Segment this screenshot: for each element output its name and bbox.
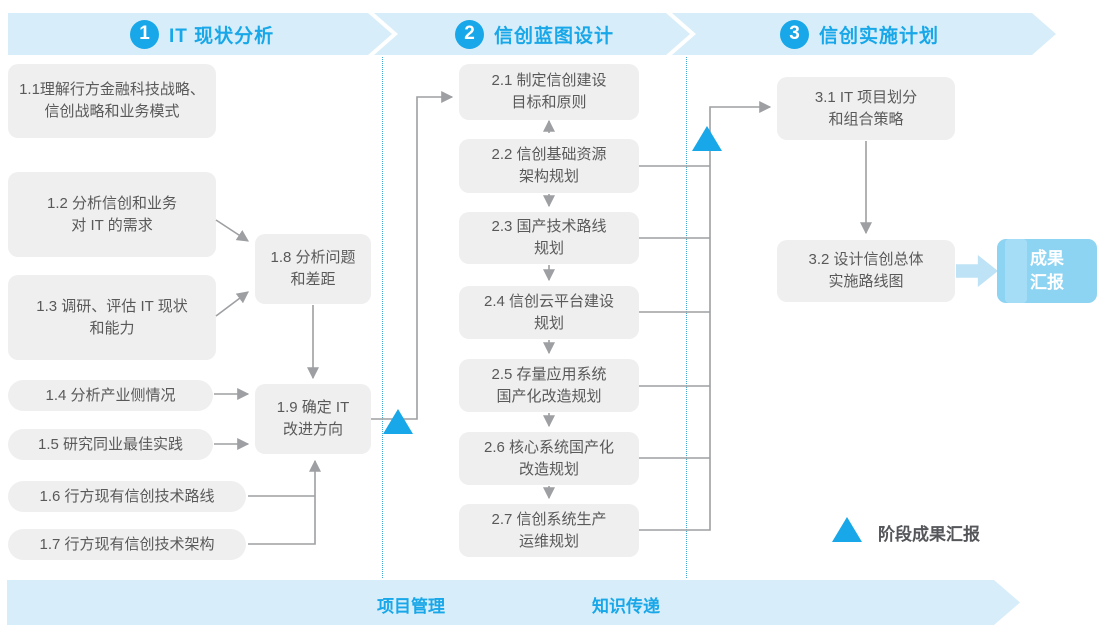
step-3-2: 3.2 设计信创总体 实施路线图 xyxy=(777,240,955,302)
phase-divider-2 xyxy=(686,57,687,578)
step-1-9: 1.9 确定 IT 改进方向 xyxy=(255,384,371,454)
phase-band-segment-1 xyxy=(8,13,392,55)
step-1-2: 1.2 分析信创和业务 对 IT 的需求 xyxy=(8,172,216,257)
step-3-1: 3.1 IT 项目划分 和组合策略 xyxy=(777,77,955,140)
outcome-arrow-icon xyxy=(956,255,998,287)
step-1-4: 1.4 分析产业侧情况 xyxy=(8,380,213,411)
phase-3-header: 3 信创实施计划 xyxy=(780,13,939,55)
phase-2-number-badge: 2 xyxy=(455,19,484,49)
phase-1-title: IT 现状分析 xyxy=(169,25,275,47)
step-1-3: 1.3 调研、评估 IT 现状 和能力 xyxy=(8,275,216,360)
footer-label-knowledge-transfer: 知识传递 xyxy=(592,597,660,616)
footer-label-project-management: 项目管理 xyxy=(377,597,445,616)
step-2-2: 2.2 信创基础资源 架构规划 xyxy=(459,139,639,193)
phase-2-title: 信创蓝图设计 xyxy=(494,25,615,47)
step-1-6: 1.6 行方现有信创技术路线 xyxy=(8,481,246,512)
step-1-8: 1.8 分析问题 和差距 xyxy=(255,234,371,304)
phase-band-segment-3 xyxy=(672,13,1056,55)
outcome-report-label: 成果 汇报 xyxy=(1030,249,1064,292)
step-2-5: 2.5 存量应用系统 国产化改造规划 xyxy=(459,359,639,412)
step-2-4: 2.4 信创云平台建设 规划 xyxy=(459,286,639,339)
phase-band-segment-2 xyxy=(374,13,690,55)
legend-triangle-icon xyxy=(832,517,862,542)
footer-band xyxy=(7,580,1020,625)
step-2-7: 2.7 信创系统生产 运维规划 xyxy=(459,504,639,557)
legend-label: 阶段成果汇报 xyxy=(878,525,980,544)
phase-divider-1 xyxy=(382,57,383,578)
phase-1-header: 1 IT 现状分析 xyxy=(130,13,274,55)
step-2-3: 2.3 国产技术路线 规划 xyxy=(459,212,639,264)
step-1-5: 1.5 研究同业最佳实践 xyxy=(8,429,213,460)
phase-3-title: 信创实施计划 xyxy=(819,25,940,47)
phase-2-header: 2 信创蓝图设计 xyxy=(455,13,614,55)
milestone-triangle-phase2-icon xyxy=(692,126,722,151)
milestone-triangle-phase1-icon xyxy=(383,409,413,434)
step-2-1: 2.1 制定信创建设 目标和原则 xyxy=(459,64,639,120)
step-1-1: 1.1理解行方金融科技战略、 信创战略和业务模式 xyxy=(8,64,216,138)
step-1-7: 1.7 行方现有信创技术架构 xyxy=(8,529,246,560)
step-2-6: 2.6 核心系统国产化 改造规划 xyxy=(459,432,639,485)
phase-1-number-badge: 1 xyxy=(130,19,159,49)
phase-3-number-badge: 3 xyxy=(780,19,809,49)
outcome-box-highlight xyxy=(1005,239,1027,303)
outcome-report-box: 成果 汇报 xyxy=(997,239,1097,303)
